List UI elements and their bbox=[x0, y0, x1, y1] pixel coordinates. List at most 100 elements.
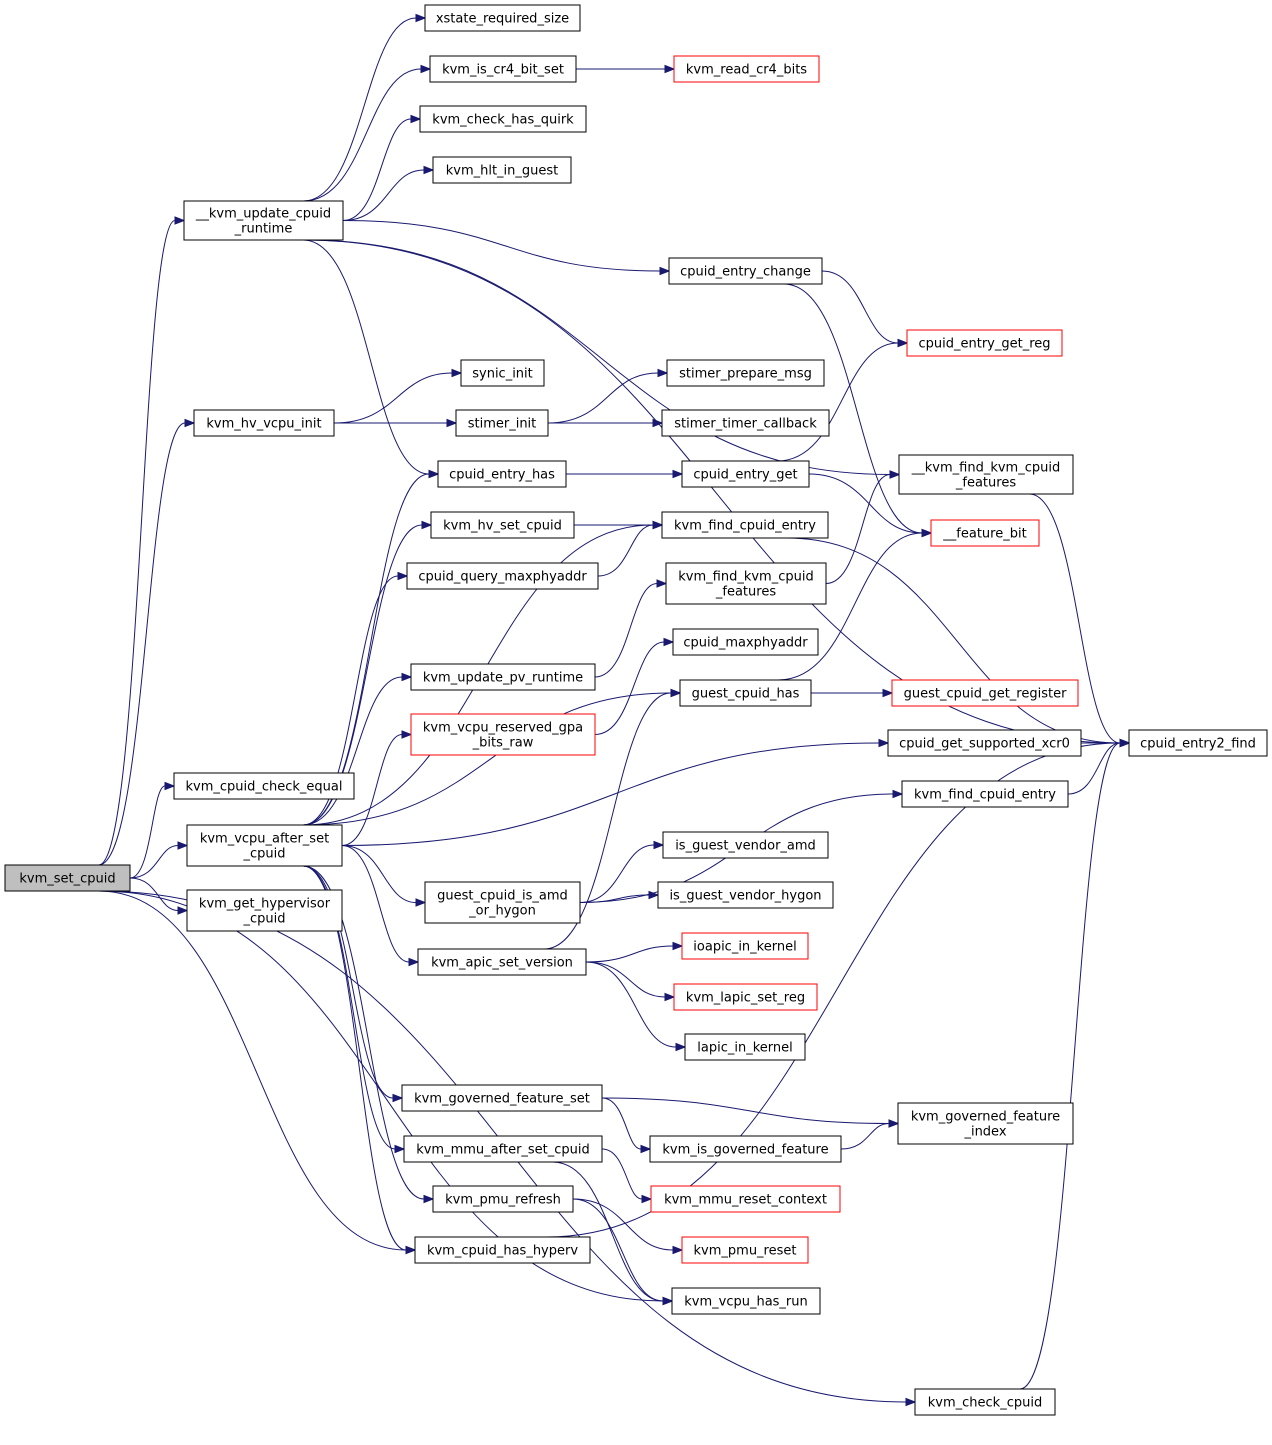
node-update-runtime[interactable]: __kvm_update_cpuid_runtime bbox=[183, 200, 344, 241]
node-read-cr4[interactable]: kvm_read_cr4_bits bbox=[673, 55, 820, 83]
call-edge bbox=[585, 961, 687, 1052]
node-box bbox=[406, 562, 599, 590]
node-pmu-refresh[interactable]: kvm_pmu_refresh bbox=[432, 1185, 574, 1213]
node-box bbox=[914, 1388, 1056, 1416]
node-box bbox=[650, 1185, 841, 1213]
node-label: cpuid_get_supported_xcr0 bbox=[899, 737, 1070, 752]
node-entry-has[interactable]: cpuid_entry_has bbox=[437, 460, 567, 488]
node-box bbox=[673, 55, 820, 83]
node-query-maxphy[interactable]: cpuid_query_maxphyaddr bbox=[406, 562, 599, 590]
node-label: _runtime bbox=[234, 222, 293, 237]
node-box bbox=[930, 519, 1040, 547]
node-vendor-amd[interactable]: is_guest_vendor_amd bbox=[662, 831, 829, 859]
node-guest-has[interactable]: guest_cpuid_has bbox=[679, 679, 812, 707]
node-hv-vcpu-init[interactable]: kvm_hv_vcpu_init bbox=[193, 409, 335, 437]
node-kvm-set-cpuid[interactable]: kvm_set_cpuid bbox=[4, 864, 131, 892]
node-find-kvm-features[interactable]: kvm_find_kvm_cpuid_features bbox=[665, 562, 827, 605]
node-label: kvm_check_has_quirk bbox=[432, 113, 574, 128]
node-is-amd-hygon[interactable]: guest_cpuid_is_amd_or_hygon bbox=[424, 881, 581, 924]
node-has-run[interactable]: kvm_vcpu_has_run bbox=[671, 1287, 821, 1315]
call-edge bbox=[341, 845, 420, 967]
call-edge bbox=[303, 865, 435, 1204]
node-label: kvm_check_cpuid bbox=[928, 1396, 1042, 1411]
node-find-kvm-features2[interactable]: __kvm_find_kvm_cpuid_features bbox=[898, 454, 1074, 495]
node-get-register[interactable]: guest_cpuid_get_register bbox=[891, 679, 1079, 707]
node-has-quirk[interactable]: kvm_check_has_quirk bbox=[419, 105, 587, 133]
node-label: __feature_bit bbox=[942, 527, 1026, 542]
call-edge bbox=[303, 13, 427, 202]
call-edge bbox=[341, 738, 890, 846]
node-box bbox=[666, 359, 825, 387]
node-entry-change[interactable]: cpuid_entry_change bbox=[668, 257, 823, 285]
node-box bbox=[649, 1135, 842, 1163]
node-check-cpuid[interactable]: kvm_check_cpuid bbox=[914, 1388, 1056, 1416]
node-label: cpuid_entry_get bbox=[693, 468, 797, 483]
node-reserved-gpa[interactable]: kvm_vcpu_reserved_gpa_bits_raw bbox=[410, 713, 596, 756]
node-get-hypervisor[interactable]: kvm_get_hypervisor_cpuid bbox=[186, 889, 343, 932]
node-mmu-after-set[interactable]: kvm_mmu_after_set_cpuid bbox=[403, 1135, 603, 1163]
node-label: stimer_init bbox=[468, 417, 537, 432]
node-gov-feature-set[interactable]: kvm_governed_feature_set bbox=[401, 1084, 603, 1112]
node-hv-set-cpuid[interactable]: kvm_hv_set_cpuid bbox=[430, 511, 575, 539]
node-hlt-in-guest[interactable]: kvm_hlt_in_guest bbox=[432, 156, 572, 184]
node-label: _features bbox=[955, 476, 1016, 491]
node-box bbox=[193, 409, 335, 437]
call-edge bbox=[303, 469, 440, 826]
node-ioapic[interactable]: ioapic_in_kernel bbox=[681, 932, 809, 960]
call-edge bbox=[98, 418, 196, 866]
node-box bbox=[429, 55, 577, 83]
node-vendor-hygon[interactable]: is_guest_vendor_hygon bbox=[657, 881, 834, 909]
node-lapic-in-kernel[interactable]: lapic_in_kernel bbox=[684, 1033, 806, 1061]
node-label: cpuid_entry2_find bbox=[1140, 737, 1256, 752]
node-label: kvm_update_pv_runtime bbox=[423, 671, 583, 686]
node-entry-get[interactable]: cpuid_entry_get bbox=[681, 460, 810, 488]
node-label: kvm_find_cpuid_entry bbox=[674, 519, 816, 534]
node-cr4-bit-set[interactable]: kvm_is_cr4_bit_set bbox=[429, 55, 577, 83]
node-find-entry-b[interactable]: kvm_find_cpuid_entry bbox=[901, 780, 1069, 808]
node-apic-set-version[interactable]: kvm_apic_set_version bbox=[417, 948, 587, 976]
node-box bbox=[684, 1033, 806, 1061]
node-feature-bit[interactable]: __feature_bit bbox=[930, 519, 1040, 547]
call-edge bbox=[579, 840, 665, 903]
call-edge bbox=[303, 865, 417, 1255]
node-box bbox=[657, 881, 834, 909]
node-gov-index[interactable]: kvm_governed_feature_index bbox=[897, 1102, 1074, 1145]
node-check-equal[interactable]: kvm_cpuid_check_equal bbox=[173, 772, 355, 800]
call-edge bbox=[601, 1148, 653, 1204]
node-supported-xcr0[interactable]: cpuid_get_supported_xcr0 bbox=[887, 729, 1082, 757]
node-box bbox=[4, 864, 131, 892]
node-pmu-reset[interactable]: kvm_pmu_reset bbox=[681, 1236, 809, 1264]
call-edge bbox=[566, 469, 684, 479]
node-find-entry-a[interactable]: kvm_find_cpuid_entry bbox=[661, 511, 829, 539]
node-box bbox=[661, 409, 830, 437]
call-edge bbox=[778, 528, 933, 681]
call-edge bbox=[342, 114, 422, 221]
node-label: kvm_is_cr4_bit_set bbox=[442, 63, 564, 78]
node-after-set[interactable]: kvm_vcpu_after_set_cpuid bbox=[186, 824, 343, 867]
node-xstate[interactable]: xstate_required_size bbox=[424, 4, 581, 32]
node-entry2-find[interactable]: cpuid_entry2_find bbox=[1128, 729, 1268, 757]
node-box bbox=[891, 679, 1079, 707]
node-mmu-reset[interactable]: kvm_mmu_reset_context bbox=[650, 1185, 841, 1213]
node-box bbox=[432, 156, 572, 184]
node-label: kvm_find_kvm_cpuid bbox=[678, 570, 813, 585]
node-maxphyaddr[interactable]: cpuid_maxphyaddr bbox=[672, 628, 819, 656]
call-edge bbox=[303, 672, 413, 826]
node-box bbox=[887, 729, 1082, 757]
node-is-governed[interactable]: kvm_is_governed_feature bbox=[649, 1135, 842, 1163]
node-stimer-callback[interactable]: stimer_timer_callback bbox=[661, 409, 830, 437]
node-box bbox=[665, 562, 827, 605]
node-entry-get-reg[interactable]: cpuid_entry_get_reg bbox=[906, 329, 1063, 357]
node-lapic-set-reg[interactable]: kvm_lapic_set_reg bbox=[673, 983, 818, 1011]
node-box bbox=[419, 105, 587, 133]
node-stimer-init[interactable]: stimer_init bbox=[455, 409, 549, 437]
call-edge bbox=[821, 270, 909, 348]
node-has-hyperv[interactable]: kvm_cpuid_has_hyperv bbox=[414, 1236, 591, 1264]
node-pv-runtime[interactable]: kvm_update_pv_runtime bbox=[410, 663, 596, 691]
node-label: kvm_lapic_set_reg bbox=[686, 991, 805, 1006]
node-synic-init[interactable]: synic_init bbox=[460, 359, 545, 387]
call-edge bbox=[98, 216, 186, 866]
node-stimer-prepare[interactable]: stimer_prepare_msg bbox=[666, 359, 825, 387]
call-edge bbox=[303, 239, 440, 479]
